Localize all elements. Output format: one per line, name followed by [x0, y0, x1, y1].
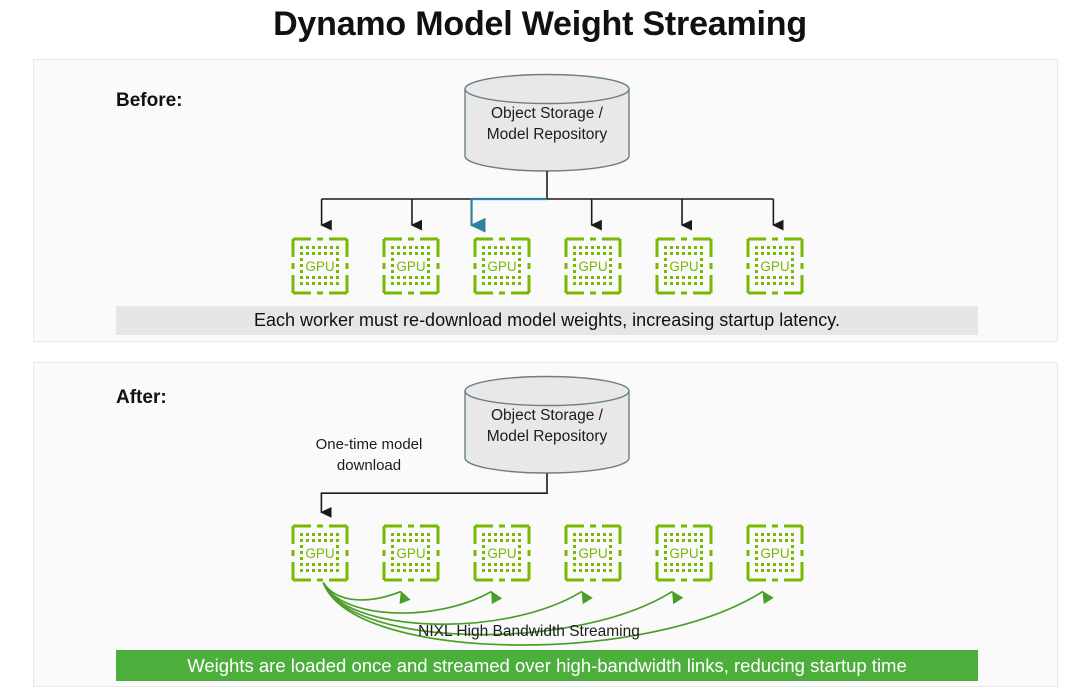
after-gpu-5[interactable]: GPU [654, 523, 714, 583]
gpu-label: GPU [487, 546, 516, 561]
before-storage-text: Object Storage / Model Repository [463, 103, 631, 145]
before-storage-line2: Model Repository [486, 126, 608, 143]
before-gpu-1[interactable]: GPU [290, 236, 350, 296]
gpu-label: GPU [487, 259, 516, 274]
after-panel: After: Object Storage / Model Repository… [33, 362, 1058, 687]
gpu-label: GPU [396, 259, 425, 274]
gpu-label: GPU [305, 546, 334, 561]
after-storage-line2: Model Repository [486, 428, 608, 445]
gpu-label: GPU [669, 259, 698, 274]
after-object-storage-cylinder: Object Storage / Model Repository [463, 375, 631, 474]
before-gpu-3[interactable]: GPU [472, 236, 532, 296]
before-object-storage-cylinder: Object Storage / Model Repository [463, 73, 631, 172]
before-storage-line1: Object Storage / [490, 105, 603, 122]
before-gpu-4[interactable]: GPU [563, 236, 623, 296]
gpu-label: GPU [396, 546, 425, 561]
before-caption-bar: Each worker must re-download model weigh… [116, 306, 978, 335]
before-gpu-5[interactable]: GPU [654, 236, 714, 296]
after-caption-bar: Weights are loaded once and streamed ove… [116, 650, 978, 681]
before-label: Before: [116, 90, 183, 111]
nixl-streaming-label: NIXL High Bandwidth Streaming [418, 623, 640, 640]
gpu-label: GPU [305, 259, 334, 274]
after-gpu-2[interactable]: GPU [381, 523, 441, 583]
gpu-label: GPU [760, 259, 789, 274]
one-time-download-annotation: One-time model download [315, 436, 423, 474]
stream-arrow-to-gpu-3 [322, 582, 503, 614]
after-storage-text: Object Storage / Model Repository [463, 405, 631, 447]
after-gpu-3[interactable]: GPU [472, 523, 532, 583]
stream-arrow-to-gpu-2 [322, 582, 411, 605]
before-panel: Before: Object Storage / Model Repositor… [33, 59, 1058, 342]
page-title: Dynamo Model Weight Streaming [273, 5, 807, 43]
before-gpu-2[interactable]: GPU [381, 236, 441, 296]
gpu-label: GPU [760, 546, 789, 561]
gpu-label: GPU [578, 546, 607, 561]
after-label: After: [116, 387, 167, 408]
after-gpu-1[interactable]: GPU [290, 523, 350, 583]
gpu-label: GPU [669, 546, 698, 561]
after-gpu-4[interactable]: GPU [563, 523, 623, 583]
stream-arrow-to-gpu-4 [322, 582, 593, 626]
gpu-label: GPU [578, 259, 607, 274]
after-gpu-6[interactable]: GPU [745, 523, 805, 583]
before-gpu-6[interactable]: GPU [745, 236, 805, 296]
after-storage-line1: Object Storage / [490, 407, 603, 424]
